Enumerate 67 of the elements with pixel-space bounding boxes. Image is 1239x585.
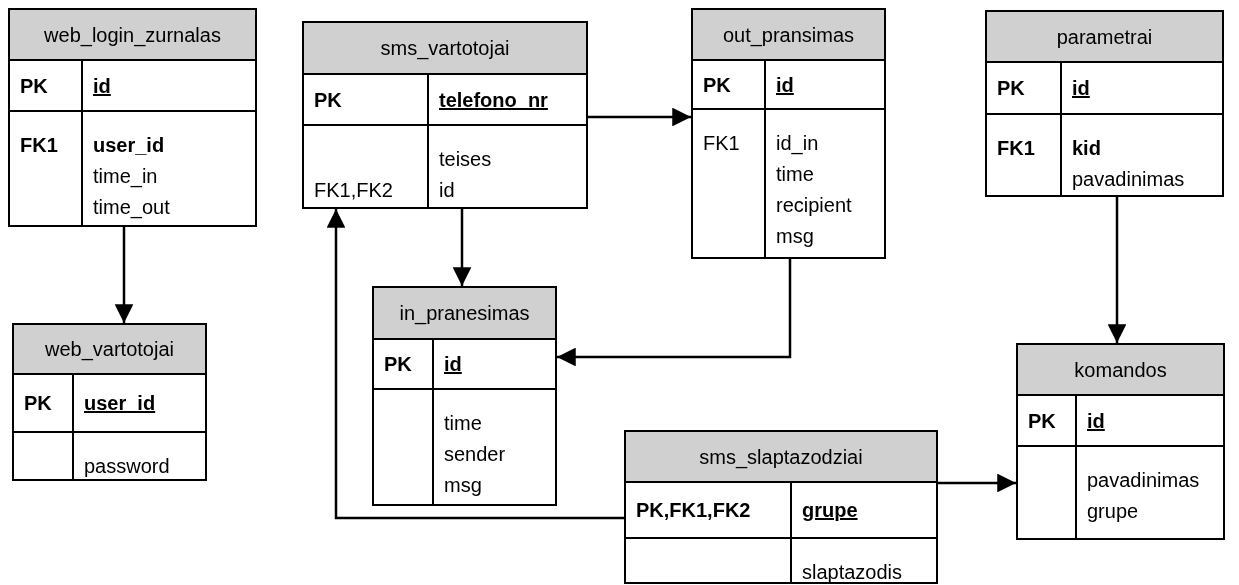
empty-cell [626, 537, 792, 582]
entity-table [302, 21, 588, 209]
primary-key-field: id [766, 59, 884, 108]
entity-table [691, 8, 886, 259]
entity-table [372, 286, 557, 506]
entity-table [8, 8, 257, 227]
entity-table [12, 323, 207, 481]
primary-key-field: telefono_nr [429, 73, 586, 124]
key-cell: PK [693, 59, 766, 108]
field-name: msg [444, 473, 482, 498]
key-cell: PK [14, 373, 74, 431]
field-name: time_out [93, 195, 170, 221]
field-name: slaptazodis [802, 560, 903, 585]
primary-key-field: grupe [792, 481, 936, 537]
primary-key-field: user_id [74, 373, 205, 431]
table-header: sms_slaptazodziai [626, 432, 936, 481]
relationship-arrow [452, 209, 472, 286]
key-cell: PK [374, 338, 434, 388]
relationship-arrow [938, 473, 1016, 493]
relationship-arrow [1107, 197, 1127, 343]
key-cell: PK [1018, 394, 1077, 445]
table-header: web_login_zurnalas [10, 10, 255, 59]
table-header: komandos [1018, 345, 1223, 394]
primary-key-field: id [434, 338, 555, 388]
key-cell: FK1 [10, 110, 83, 225]
field-name: teises [439, 147, 492, 172]
key-cell: PK,FK1,FK2 [626, 481, 792, 537]
relationship-arrow [326, 209, 624, 520]
field-name: id [439, 178, 455, 203]
relationship-arrow [588, 107, 691, 127]
primary-key-field: id [1062, 61, 1222, 113]
entity-table [985, 10, 1224, 197]
empty-cell [14, 431, 74, 479]
field-name: user_id [93, 133, 165, 158]
primary-key-field: id [83, 59, 255, 110]
field-cell [792, 537, 936, 582]
primary-key-field: id [1077, 394, 1223, 445]
key-cell: PK [304, 73, 429, 124]
field-name: pavadinimas [1072, 167, 1185, 192]
key-cell: PK [987, 61, 1062, 113]
field-name: grupe [1087, 499, 1139, 524]
field-cell [74, 431, 205, 479]
relationship-arrow [114, 227, 134, 323]
table-header: web_vartotojai [14, 325, 205, 373]
field-name: kid [1072, 136, 1101, 161]
field-name: msg [776, 224, 814, 249]
field-name: pavadinimas [1087, 468, 1200, 493]
relationship-arrow [557, 259, 792, 367]
entity-table [1016, 343, 1225, 540]
field-name: password [84, 454, 170, 479]
table-header: in_pranesimas [374, 288, 555, 338]
field-name: id_in [776, 131, 819, 157]
field-name: time_in [93, 164, 158, 190]
field-name: sender [444, 442, 506, 467]
field-name: time [776, 162, 814, 187]
table-header: sms_vartotojai [304, 23, 586, 73]
entity-table [624, 430, 938, 584]
key-cell: PK [10, 59, 83, 110]
empty-cell [374, 388, 434, 504]
field-name: time [444, 411, 482, 436]
key-cell: FK1 [987, 113, 1062, 195]
key-cell: FK1 [693, 108, 766, 257]
table-header: parametrai [987, 12, 1222, 61]
field-name: recipient [776, 193, 852, 218]
key-cell: FK1,FK2 [304, 124, 429, 207]
empty-cell [1018, 445, 1077, 538]
table-header: out_pransimas [693, 10, 884, 59]
